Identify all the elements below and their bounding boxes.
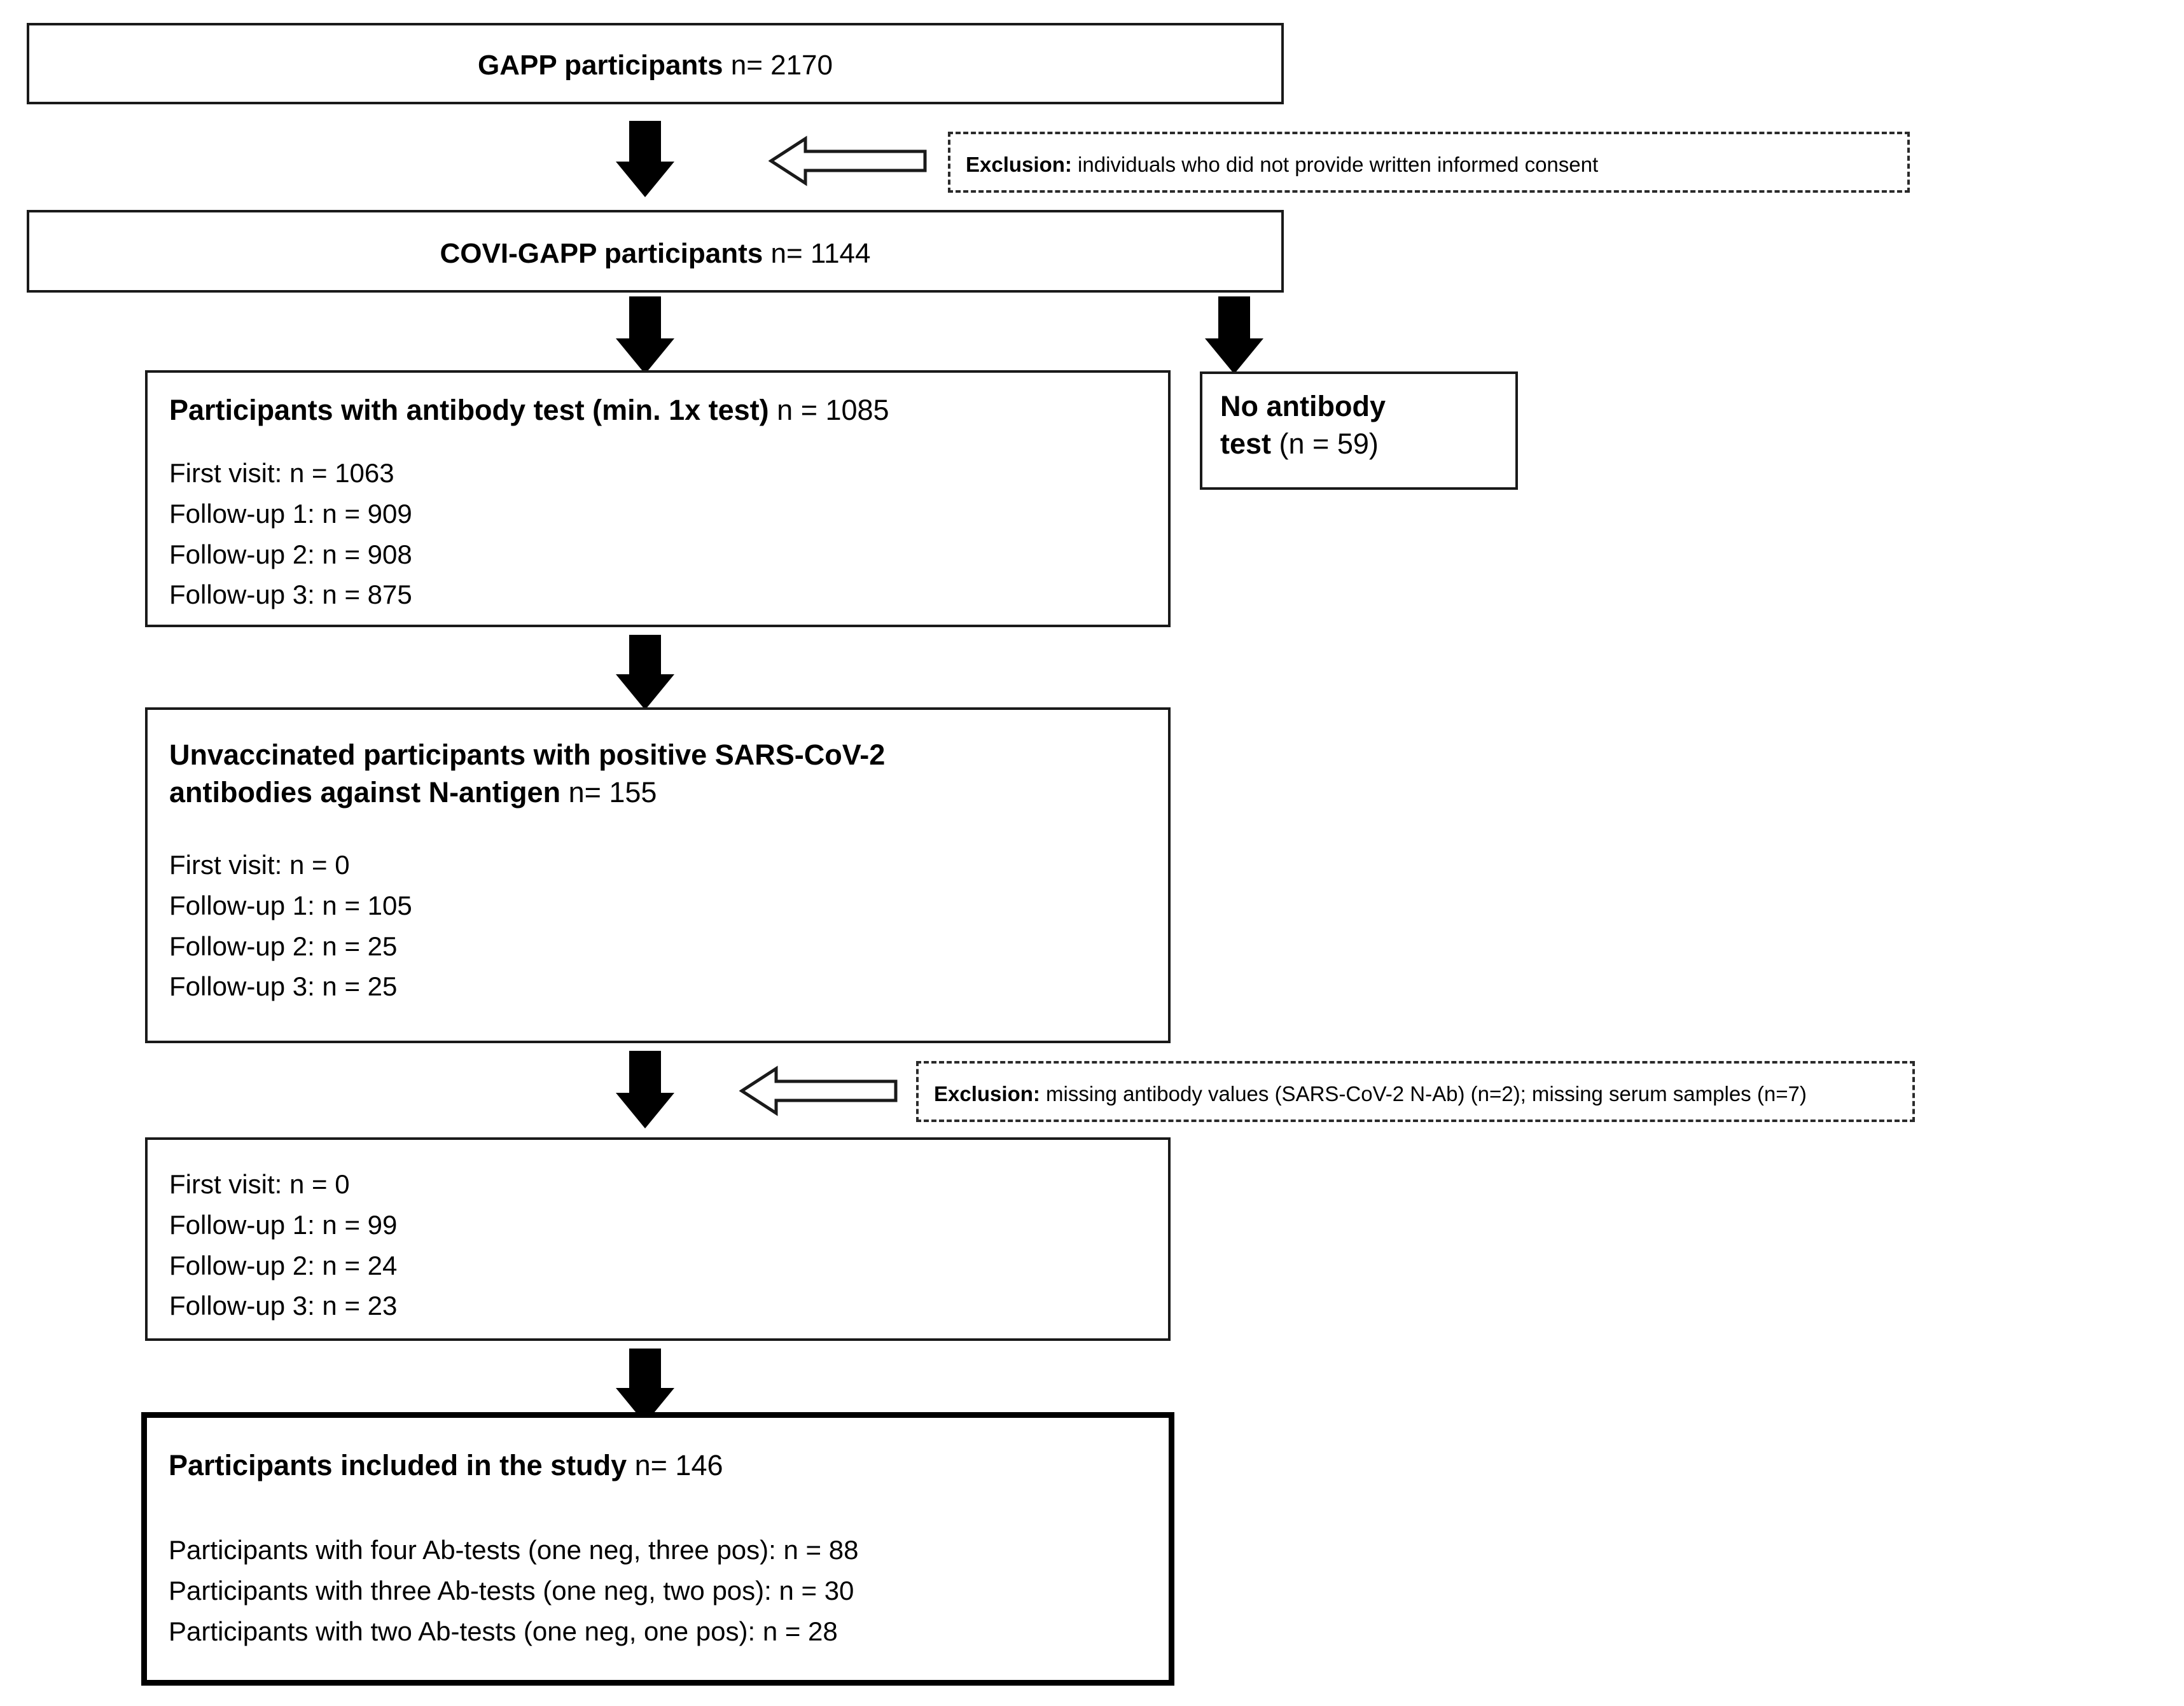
node-antibody-test-header-value: n = 1085 xyxy=(769,394,889,426)
line-four-ab-tests: Participants with four Ab-tests (one neg… xyxy=(169,1535,859,1565)
line-follow-up-3: Follow-up 3: n = 23 xyxy=(169,1291,398,1321)
line-first-visit: First visit: n = 1063 xyxy=(169,458,394,488)
node-after-exclusion-counts: First visit: n = 0 Follow-up 1: n = 99 F… xyxy=(145,1137,1171,1341)
arrow-gapp-to-covigapp xyxy=(601,121,690,197)
arrow-exclusion-1-pointer xyxy=(768,135,928,187)
hollow-left-arrow-icon xyxy=(739,1065,898,1116)
node-included-lines: Participants with four Ab-tests (one neg… xyxy=(169,1530,858,1651)
node-antibody-test: Participants with antibody test (min. 1x… xyxy=(145,370,1171,627)
arrow-covigapp-to-no-antibody xyxy=(1190,296,1279,374)
node-unvaccinated-positive: Unvaccinated participants with positive … xyxy=(145,707,1171,1043)
exclusion-box-2: Exclusion: missing antibody values (SARS… xyxy=(916,1061,1915,1122)
exclusion-1-body: individuals who did not provide written … xyxy=(1071,153,1599,176)
arrow-shaft xyxy=(1218,296,1250,341)
line-follow-up-1: Follow-up 1: n = 99 xyxy=(169,1209,398,1240)
line-three-ab-tests: Participants with three Ab-tests (one ne… xyxy=(169,1575,854,1605)
arrow-head xyxy=(616,338,674,374)
arrow-head xyxy=(1205,338,1263,374)
exclusion-box-1: Exclusion: individuals who did not provi… xyxy=(948,132,1910,193)
arrow-shaft xyxy=(629,1051,661,1095)
node-included-header-value: n= 146 xyxy=(627,1449,723,1481)
node-covigapp-bold: COVI-GAPP participants xyxy=(440,238,763,269)
node-antibody-test-header-bold: Participants with antibody test (min. 1x… xyxy=(169,394,769,426)
node-unvaccinated-header-line2: antibodies against N-antigen xyxy=(169,775,561,808)
node-no-antibody-test: No antibody test (n = 59) xyxy=(1200,371,1518,490)
node-after-exclusion-lines: First visit: n = 0 Follow-up 1: n = 99 F… xyxy=(169,1164,397,1326)
arrow-shaft xyxy=(629,635,661,677)
arrow-head xyxy=(616,674,674,710)
node-covigapp-value: n= 1144 xyxy=(763,238,871,269)
line-follow-up-2: Follow-up 2: n = 908 xyxy=(169,539,412,569)
node-unvaccinated-header: Unvaccinated participants with positive … xyxy=(169,737,885,811)
line-first-visit: First visit: n = 0 xyxy=(169,850,350,880)
node-gapp-bold: GAPP participants xyxy=(477,50,723,81)
node-gapp-text: GAPP participants n= 2170 xyxy=(29,50,1281,82)
exclusion-1-text: Exclusion: individuals who did not provi… xyxy=(966,152,1598,177)
arrow-shaft xyxy=(629,296,661,341)
line-follow-up-1: Follow-up 1: n = 105 xyxy=(169,890,412,920)
node-unvaccinated-header-line1: Unvaccinated participants with positive … xyxy=(169,739,886,771)
line-follow-up-2: Follow-up 2: n = 24 xyxy=(169,1250,398,1280)
node-gapp-participants: GAPP participants n= 2170 xyxy=(27,23,1284,104)
arrow-head xyxy=(616,162,674,197)
node-no-antibody-test-line2: test xyxy=(1220,427,1272,460)
node-included-header: Participants included in the study n= 14… xyxy=(169,1447,723,1485)
line-two-ab-tests: Participants with two Ab-tests (one neg,… xyxy=(169,1616,838,1646)
node-included-header-bold: Participants included in the study xyxy=(169,1449,627,1481)
node-unvaccinated-header-value: n= 155 xyxy=(560,775,657,808)
node-no-antibody-test-line1: No antibody xyxy=(1220,390,1386,422)
node-unvaccinated-lines: First visit: n = 0 Follow-up 1: n = 105 … xyxy=(169,845,412,1007)
exclusion-2-text: Exclusion: missing antibody values (SARS… xyxy=(934,1081,1807,1107)
arrow-head xyxy=(616,1093,674,1128)
node-no-antibody-test-text: No antibody test (n = 59) xyxy=(1220,388,1386,462)
arrow-shaft xyxy=(629,121,661,164)
node-antibody-test-header: Participants with antibody test (min. 1x… xyxy=(169,392,889,429)
line-follow-up-1: Follow-up 1: n = 909 xyxy=(169,498,412,529)
line-follow-up-3: Follow-up 3: n = 875 xyxy=(169,579,412,610)
line-follow-up-3: Follow-up 3: n = 25 xyxy=(169,971,398,1002)
hollow-left-arrow-icon xyxy=(768,135,927,186)
node-no-antibody-test-value: (n = 59) xyxy=(1271,427,1379,460)
arrow-antibody-to-unvaccinated xyxy=(601,635,690,710)
node-covigapp-text: COVI-GAPP participants n= 1144 xyxy=(29,238,1281,270)
node-gapp-value: n= 2170 xyxy=(723,50,833,81)
node-antibody-test-lines: First visit: n = 1063 Follow-up 1: n = 9… xyxy=(169,453,412,615)
arrow-covigapp-to-antibody xyxy=(601,296,690,374)
exclusion-2-label: Exclusion: xyxy=(934,1082,1040,1106)
arrow-shaft xyxy=(629,1349,661,1390)
arrow-exclusion-2-pointer xyxy=(739,1065,898,1117)
line-follow-up-2: Follow-up 2: n = 25 xyxy=(169,931,398,961)
arrow-unvaccinated-to-filtered xyxy=(601,1051,690,1128)
node-covigapp-participants: COVI-GAPP participants n= 1144 xyxy=(27,210,1284,293)
exclusion-1-label: Exclusion: xyxy=(966,153,1072,176)
line-first-visit: First visit: n = 0 xyxy=(169,1169,350,1199)
node-included-in-study: Participants included in the study n= 14… xyxy=(141,1412,1174,1686)
exclusion-2-body: missing antibody values (SARS-CoV-2 N-Ab… xyxy=(1040,1082,1807,1106)
